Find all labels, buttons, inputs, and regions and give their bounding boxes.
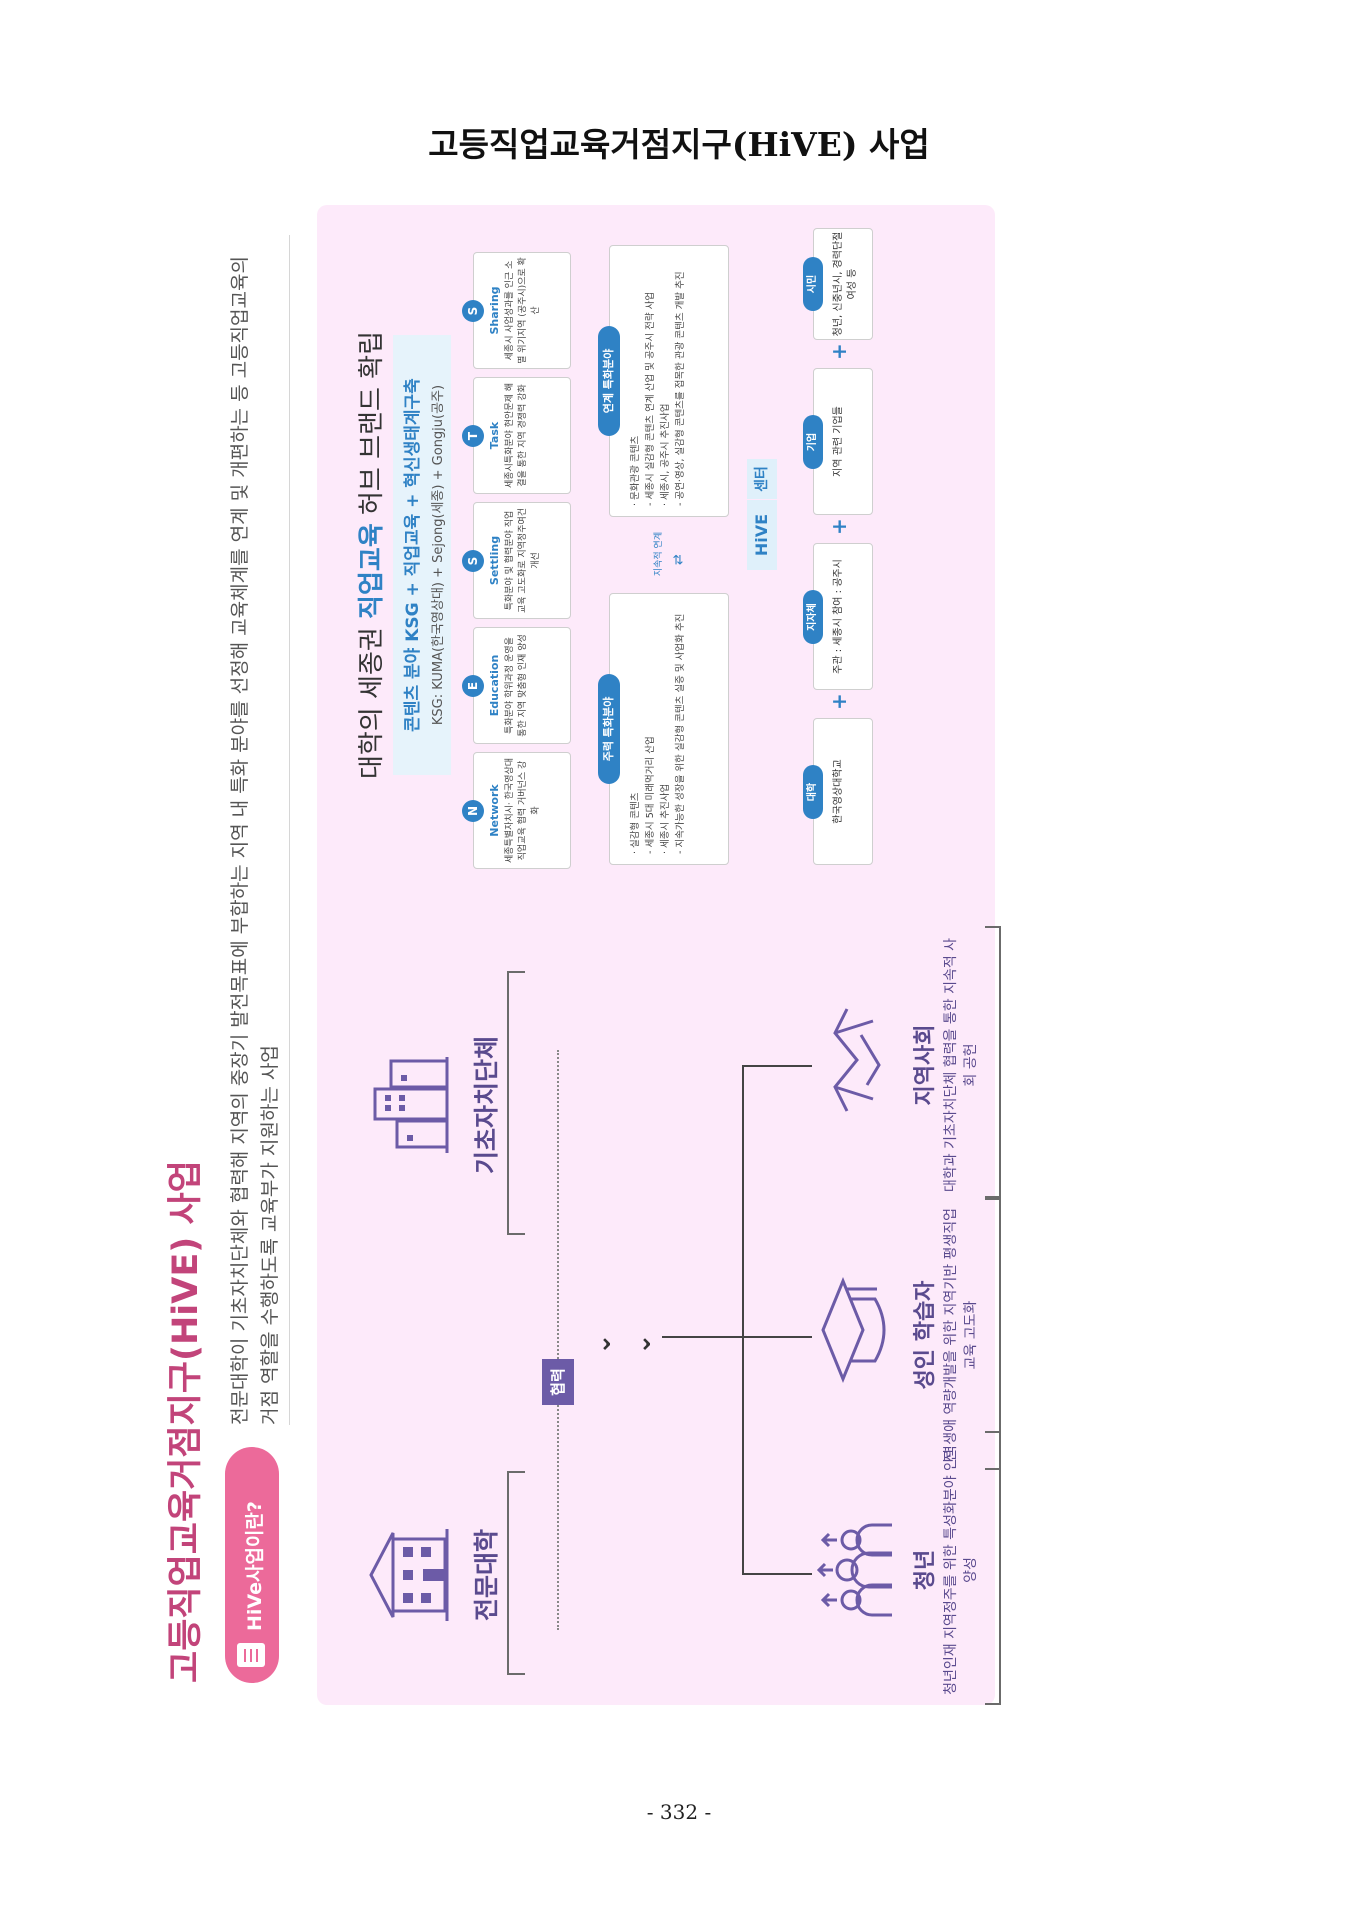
nest-settling-box: S Settling 특화분야 및 협력분야 직업교육 고도화로 지역정주여건 … <box>462 502 571 619</box>
tree-leg <box>742 1065 812 1067</box>
nest-sharing-box: S Sharing 세종시 사업성과를 인근 소멸 위기지역 (공주시)으로 확… <box>462 252 571 369</box>
stakeholder-company-text: 지역 관련 기업들 <box>833 406 844 477</box>
cooperation-dotted-line <box>557 1050 559 1630</box>
hub-title-post: 허브 브랜드 확립 <box>357 331 387 524</box>
feature-line: - 공연·영상, 실감형 콘텐츠를 접목한 관광 콘텐츠 개발 추진 <box>675 271 686 506</box>
hive-intro-pill: HiVe사업이란? <box>225 1447 279 1683</box>
feature-line: · 실감형 콘텐츠 <box>630 792 641 855</box>
ksg-definition: KSG: KUMA(한국영상대) + Sejong(세종) + Gongju(공… <box>431 384 446 726</box>
tree-leg <box>742 1336 812 1338</box>
hub-brand-title: 대학의 세종권 직업교육 허브 브랜드 확립 <box>351 235 388 875</box>
main-specialty-box: 주력 특화분야 · 실감형 콘텐츠 - 세종시 5대 미래먹거리 산업 · 세종… <box>598 593 729 865</box>
chevron-down-icon: ⌄ <box>587 1333 617 1355</box>
adult-learner-title: 성인 학습자 <box>913 1280 938 1390</box>
hive-center-suffix: 센터 <box>747 459 777 499</box>
stakeholder-company: 기업 지역 관련 기업들 <box>803 368 873 515</box>
nest-education-desc: 특화분야 학위과정 운영을 통한 지역 맞춤형 인재 양성 <box>505 634 528 737</box>
stakeholder-university: 대학 한국영상대학교 <box>803 718 873 865</box>
youth-people-icon <box>817 1523 892 1617</box>
adult-learner-sub: 전 생애 역량개발을 위한 지역기반 평생직업교육 고도화 <box>943 1207 979 1463</box>
stakeholder-university-text: 한국영상대학교 <box>833 759 844 824</box>
hive-center-label: HiVE <box>747 500 777 570</box>
city-buildings-icon <box>373 1057 449 1153</box>
pill-label: HiVe사업이란? <box>244 1501 266 1631</box>
nest-education-name: Education <box>488 654 501 717</box>
feature-line: - 세종시 5대 미래먹거리 산업 <box>645 736 656 854</box>
infographic: 고등직업교육거점지구(HiVE) 사업 HiVe사업이란? 전문대학이 기초자치… <box>166 205 1001 1705</box>
feature-link-label: 지속적 연계 <box>654 531 664 577</box>
stakeholder-local-gov-text: 주관 : 세종시 참여 : 공주시 <box>833 559 844 674</box>
chevron-down-icon: ⌄ <box>627 1333 657 1355</box>
local-gov-label: 기초자치단체 <box>472 1036 501 1175</box>
nest-task-box: T Task 세종시특화분야 현안문제 해결을 통한 지역 경쟁력 강화 <box>462 377 571 494</box>
stakeholder-citizen: 시민 청년, 신중년시, 경력단절여성 등 <box>803 228 873 340</box>
college-bracket <box>507 1471 525 1675</box>
nest-settling-name: Settling <box>488 535 501 586</box>
ksg-subtitle: 콘텐츠 분야 KSG + 직업교육 + 혁신생태계구축 <box>403 378 423 732</box>
cooperation-badge: 협력 <box>542 1359 574 1405</box>
college-building-icon <box>369 1529 449 1621</box>
local-gov-bracket <box>507 971 525 1235</box>
stakeholder-citizen-text: 청년, 신중년시, 경력단절여성 등 <box>833 231 858 337</box>
nest-network-name: Network <box>488 784 501 837</box>
tree-stem <box>662 1336 742 1338</box>
nest-education-box: E Education 특화분야 학위과정 운영을 통한 지역 맞춤형 인재 양… <box>462 627 571 744</box>
nest-sharing-desc: 세종시 사업성과를 인근 소멸 위기지역 (공주시)으로 확산 <box>505 257 541 364</box>
nest-sharing-name: Sharing <box>488 286 501 335</box>
community-bracket <box>985 926 1001 1200</box>
stakeholder-citizen-tag: 시민 <box>803 257 823 311</box>
nest-network-desc: 세종특별자치시· 한국영상대 직업교육 협력 거버넌스 강화 <box>505 757 541 864</box>
section-headline: 고등직업교육거점지구(HiVE) 사업 <box>166 1160 206 1683</box>
youth-bracket <box>985 1431 1001 1705</box>
stakeholder-local-gov: 지자체 주관 : 세종시 참여 : 공주시 <box>803 543 873 690</box>
nest-letter-t: T <box>462 425 484 447</box>
college-entity: 전문대학 <box>367 1505 503 1645</box>
tree-leg <box>742 1573 812 1575</box>
nest-settling-desc: 특화분야 및 협력분야 직업교육 고도화로 지역정주여건 개선 <box>505 507 541 614</box>
community-title: 지역사회 <box>913 1024 938 1106</box>
feature-line: - 지속가능한 성장을 위한 실감형 콘텐츠 실증 및 사업화 추진 <box>675 613 686 854</box>
linked-specialty-lines: · 문화관광 콘텐츠 - 세종시 실감형 콘텐츠 연계 산업 및 공주시 전략 … <box>628 256 688 506</box>
linked-specialty-box: 연계 특화분야 · 문화관광 콘텐츠 - 세종시 실감형 콘텐츠 연계 산업 및… <box>598 245 729 517</box>
nest-letter-s2: S <box>462 300 484 322</box>
plus-icon: + <box>827 518 851 535</box>
nest-task-name: Task <box>488 421 501 450</box>
tree-branch <box>742 1065 744 1575</box>
community-sub: 대학과 기초자치단체 협력을 통한 지속적 사회 공헌 <box>943 937 979 1193</box>
page-title: 고등직업교육거점지구(HiVE) 사업 <box>428 125 930 164</box>
intro-text: 전문대학이 기초자치단체와 협력해 지역의 중장기 발전목표에 부합하는 지역 … <box>229 256 281 1425</box>
stakeholder-local-gov-tag: 지자체 <box>803 590 823 644</box>
swap-arrows-icon: ⇄ <box>671 554 686 565</box>
adult-learner-bracket <box>985 1196 1001 1470</box>
linked-specialty-title: 연계 특화분야 <box>598 326 620 436</box>
nest-letter-s: S <box>462 550 484 572</box>
ksg-subtitle-box: 콘텐츠 분야 KSG + 직업교육 + 혁신생태계구축 KSG: KUMA(한국… <box>393 335 451 775</box>
main-specialty-title: 주력 특화분야 <box>598 674 620 784</box>
hub-title-pre: 대학의 세종권 <box>357 618 387 779</box>
feature-line: · 문화관광 콘텐츠 <box>630 435 641 506</box>
nest-network-box: N Network 세종특별자치시· 한국영상대 직업교육 협력 거버넌스 강화 <box>462 752 571 869</box>
feature-line: · 세종시, 공주시 추진사업 <box>660 403 671 507</box>
graduation-cap-icon <box>821 1277 886 1383</box>
handshake-icon <box>833 1008 881 1112</box>
college-label: 전문대학 <box>472 1529 501 1622</box>
feature-line: · 세종시 추진사업 <box>660 783 671 854</box>
main-specialty-lines: · 실감형 콘텐츠 - 세종시 5대 미래먹거리 산업 · 세종시 추진사업 -… <box>628 604 688 854</box>
nest-task-desc: 세종시특화분야 현안문제 해결을 통한 지역 경쟁력 강화 <box>505 382 528 489</box>
stakeholder-company-tag: 기업 <box>803 415 823 469</box>
document-icon <box>237 1643 265 1667</box>
nest-letter-n: N <box>462 800 484 822</box>
feature-line: - 세종시 실감형 콘텐츠 연계 산업 및 공주시 전략 사업 <box>645 291 656 506</box>
stakeholder-university-tag: 대학 <box>803 765 823 819</box>
infographic-panel: 전문대학 기초자치단체 협력 ⌄ ⌄ <box>317 205 1001 1705</box>
page-number: - 332 - <box>646 1800 712 1824</box>
plus-icon: + <box>827 693 851 710</box>
youth-title: 청년 <box>913 1549 938 1591</box>
divider <box>289 235 290 1425</box>
plus-icon: + <box>827 343 851 360</box>
hub-title-emphasis: 직업교육 <box>357 523 387 619</box>
youth-sub: 청년인재 지역정주를 위한 특성화분야 인력양성 <box>943 1445 979 1695</box>
local-gov-entity: 기초자치단체 <box>367 1025 503 1185</box>
nest-letter-e: E <box>462 675 484 697</box>
